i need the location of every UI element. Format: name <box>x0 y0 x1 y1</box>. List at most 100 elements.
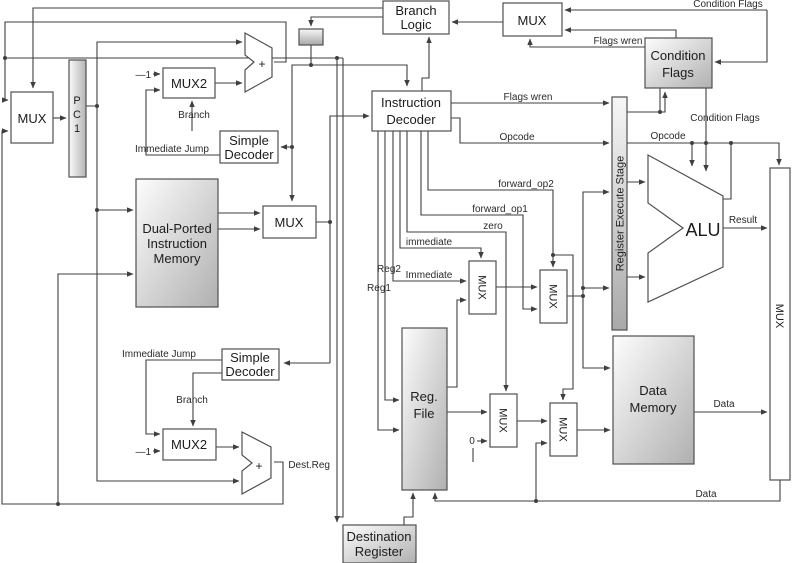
simple-decoder-top-box <box>219 130 279 164</box>
writeback-mux-label: MUX <box>557 417 569 442</box>
wire <box>627 142 782 166</box>
operand-mux-b-label: MUX <box>547 284 559 309</box>
data-memory-out-label: Data <box>713 399 735 410</box>
wire <box>145 359 222 437</box>
operand-mux-b-box <box>539 269 568 324</box>
flags-mux-box <box>502 2 563 37</box>
simple-decoder-bottom-box <box>221 348 280 381</box>
junction-dot <box>658 110 662 114</box>
flags-wren-top-label: Flags wren <box>594 36 643 47</box>
wire <box>1 21 287 103</box>
wire <box>447 297 467 388</box>
blocks: MUX P C 1 MUX2 Simple Decoder + Branch L… <box>10 0 791 563</box>
wire <box>535 440 548 501</box>
wire <box>421 36 432 91</box>
instruction-memory-label: Dual-Ported <box>142 221 211 236</box>
wire <box>432 480 781 502</box>
alu-shape <box>647 153 724 303</box>
flags-mux-label: MUX <box>518 13 547 28</box>
forward-op2-label: forward_op2 <box>498 179 554 190</box>
pc-register-label: C <box>73 109 81 121</box>
instruction-decoder-label: Instruction <box>381 95 441 110</box>
junction-dot <box>56 502 60 506</box>
wire <box>451 117 610 146</box>
wire <box>582 296 611 371</box>
junction-dot <box>290 145 294 149</box>
junction-dot <box>309 63 313 67</box>
instruction-memory-label: Memory <box>154 251 201 266</box>
wire <box>564 27 677 38</box>
wire <box>1 128 284 505</box>
branch-logic-box <box>382 0 450 35</box>
mux2-top-box <box>162 67 216 99</box>
immediate-lower-label: immediate <box>406 237 453 248</box>
minus-one-top-label: —1 <box>135 70 151 81</box>
zero-mux-box <box>489 393 518 448</box>
zero-mux-label: MUX <box>497 408 509 433</box>
wire <box>420 131 538 312</box>
junction-dot <box>328 220 332 224</box>
forward-op1-label: forward_op1 <box>472 204 528 215</box>
destination-register-label: Destination <box>346 529 411 544</box>
wire <box>427 131 556 268</box>
junction-dot <box>335 56 339 60</box>
pc-register-box <box>68 59 87 178</box>
branch-adder-shape <box>241 431 272 496</box>
register-execute-stage-bar <box>611 96 628 331</box>
mux2-top-label: MUX2 <box>171 76 207 91</box>
wire <box>714 10 768 65</box>
junction-dot <box>704 141 708 145</box>
simple-decoder-bottom-label: Decoder <box>225 364 275 379</box>
wire <box>337 58 344 518</box>
pipeline-latch-box <box>298 28 324 46</box>
branch-logic-label: Logic <box>400 17 432 32</box>
wire <box>723 143 732 200</box>
result-label: Result <box>729 215 758 226</box>
wire <box>30 7 383 89</box>
pc-register-label: P <box>73 95 80 107</box>
junction-dot <box>690 141 694 145</box>
wire <box>86 39 243 107</box>
reg2-label: Reg2 <box>377 264 401 275</box>
data-memory-label: Memory <box>630 400 677 415</box>
pc-adder-label: + <box>258 57 265 71</box>
wire <box>399 131 484 259</box>
wire <box>403 492 416 525</box>
fetch-mux-box <box>262 205 317 239</box>
data-memory-box <box>612 335 695 465</box>
destination-register-label: Register <box>355 544 404 559</box>
dest-reg-label: Dest.Reg <box>288 460 330 471</box>
immediate-jump-top-label: Immediate Jump <box>135 144 209 155</box>
wire <box>553 254 574 401</box>
flags-wren-decode-label: Flags wren <box>504 92 553 103</box>
condition-flags-top-label: Condition Flags <box>693 0 762 10</box>
junction-dot <box>534 499 538 503</box>
wire <box>57 271 134 504</box>
fetch-mux-label: MUX <box>275 215 304 230</box>
wire <box>145 87 220 156</box>
simple-decoder-top-label: Decoder <box>224 147 274 162</box>
wire <box>311 64 410 87</box>
reg-file-label: File <box>414 406 435 421</box>
register-execute-stage-label: Register Execute Stage <box>615 156 627 272</box>
simple-decoder-top-label: Simple <box>229 133 269 148</box>
data-memory-label: Data <box>639 383 667 398</box>
immediate-jump-bottom-label: Immediate Jump <box>122 349 196 360</box>
branch-logic-label: Branch <box>395 3 436 18</box>
operand-mux-a-box <box>468 260 497 315</box>
wire <box>377 131 400 433</box>
zero-label: zero <box>483 221 503 232</box>
wire <box>308 16 383 27</box>
wire <box>96 106 240 484</box>
data-writeback-label: Data <box>695 489 717 500</box>
minus-one-bottom-label: —1 <box>135 447 151 458</box>
junction-dot <box>95 104 99 108</box>
wire <box>392 131 467 284</box>
writeback-mux-box <box>549 402 578 457</box>
wire-labels: Condition Flags Flags wren Flags wren Op… <box>122 0 763 500</box>
result-mux-label: MUX <box>773 304 785 329</box>
branch-adder-label: + <box>255 459 262 473</box>
pc-adder-shape <box>244 31 273 94</box>
instruction-memory-box <box>135 178 219 308</box>
